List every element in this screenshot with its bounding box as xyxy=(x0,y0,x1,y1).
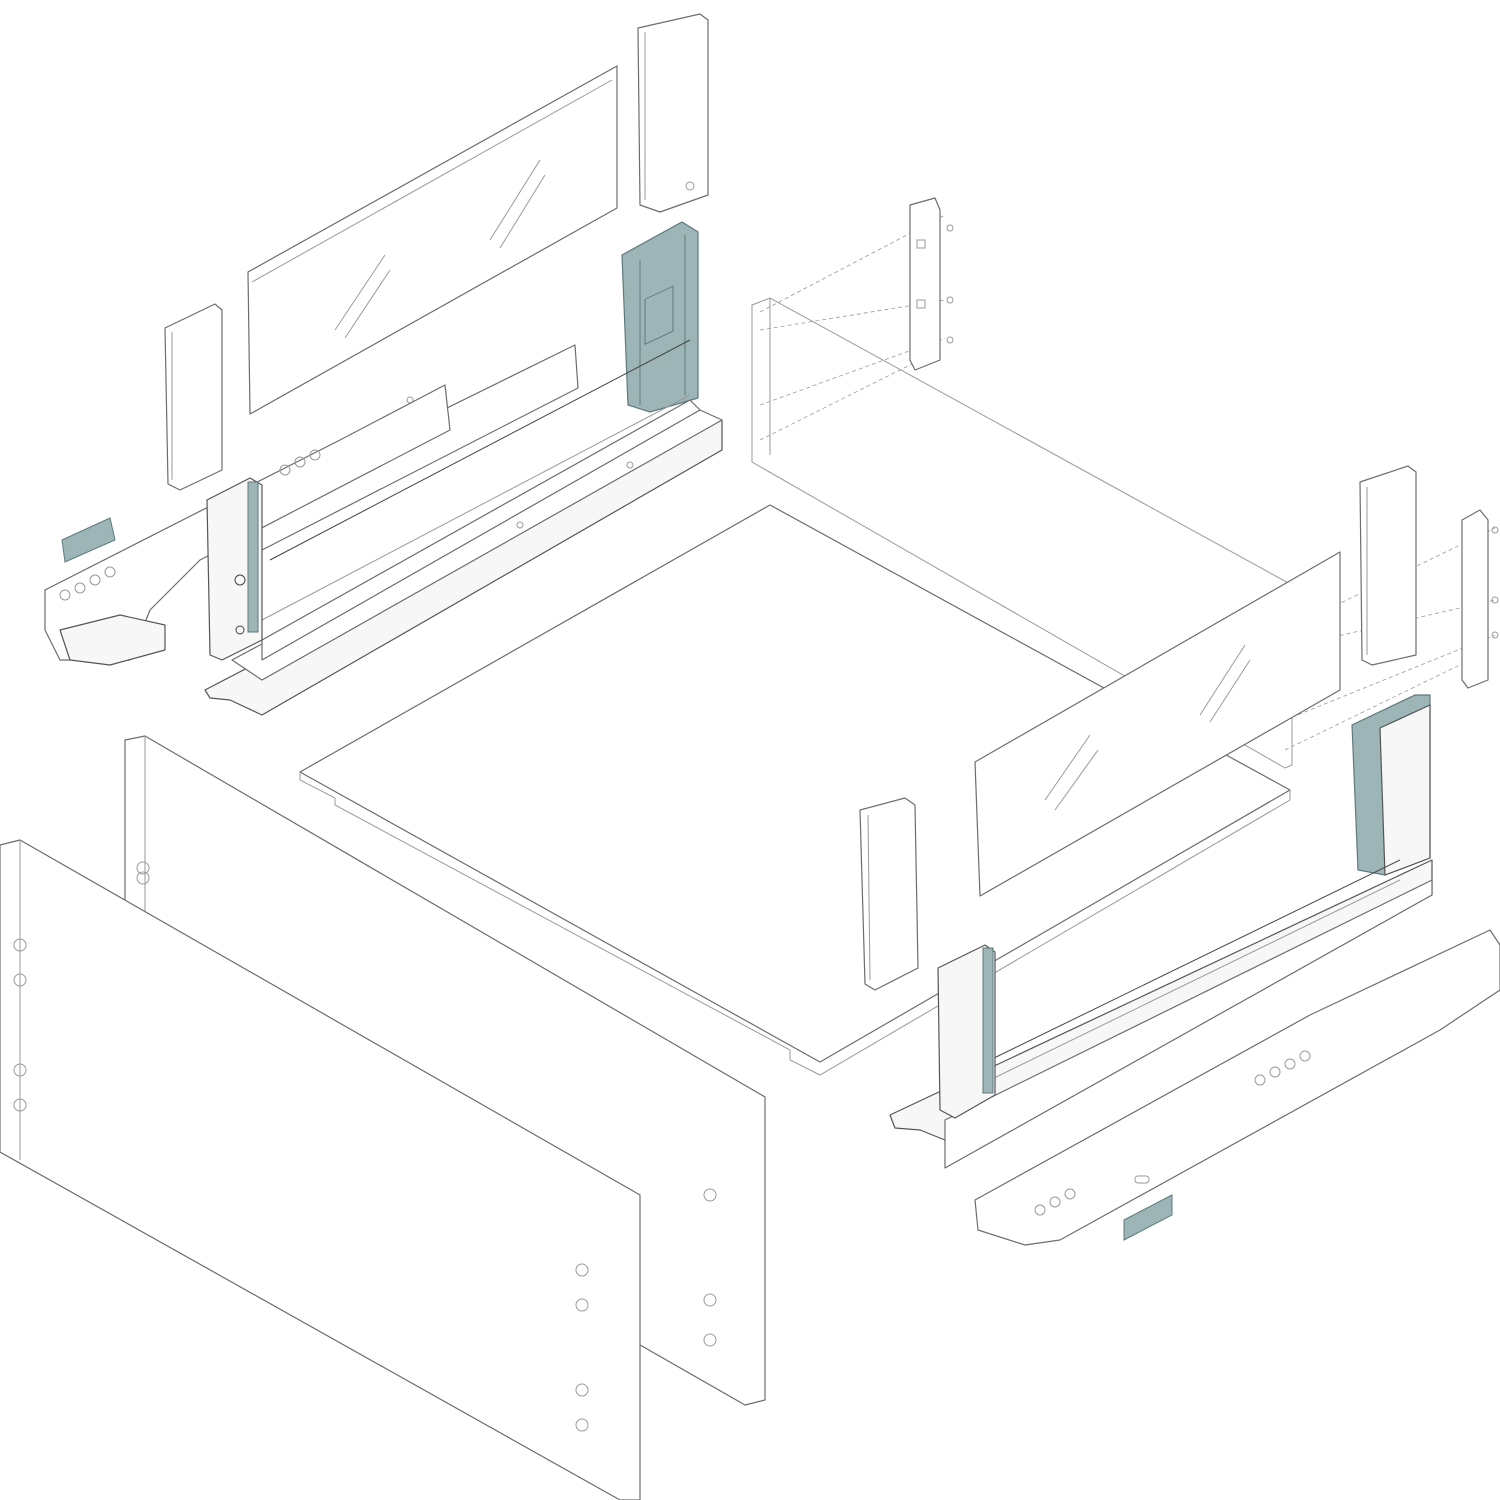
rear-bracket-left xyxy=(621,221,699,413)
end-cap-front-right xyxy=(859,797,919,991)
glass-side-panel-left xyxy=(247,65,618,415)
glass-side-panel-right xyxy=(974,551,1341,897)
clip-plate-left xyxy=(61,517,116,563)
drawer-side-rail-right xyxy=(889,859,1433,1169)
end-cap-front-left xyxy=(164,303,223,491)
rear-connector-right xyxy=(1461,509,1499,689)
drawer-side-rail-left xyxy=(204,339,723,716)
clip-plate-right xyxy=(1123,1194,1173,1241)
end-cap-rear-right xyxy=(1359,465,1417,666)
front-bracket-right xyxy=(937,944,996,1119)
drawer-runner-right xyxy=(974,929,1500,1246)
rear-panel xyxy=(751,297,1293,769)
outer-front-panel xyxy=(0,839,641,1500)
front-fixing-connectors-outer xyxy=(13,938,589,1432)
end-cap-rear-left xyxy=(637,13,709,213)
rear-connector-top xyxy=(909,197,954,371)
drawer-bottom-panel xyxy=(299,504,1291,1076)
front-bracket-left xyxy=(206,477,263,661)
rear-bracket-right xyxy=(1351,694,1431,876)
